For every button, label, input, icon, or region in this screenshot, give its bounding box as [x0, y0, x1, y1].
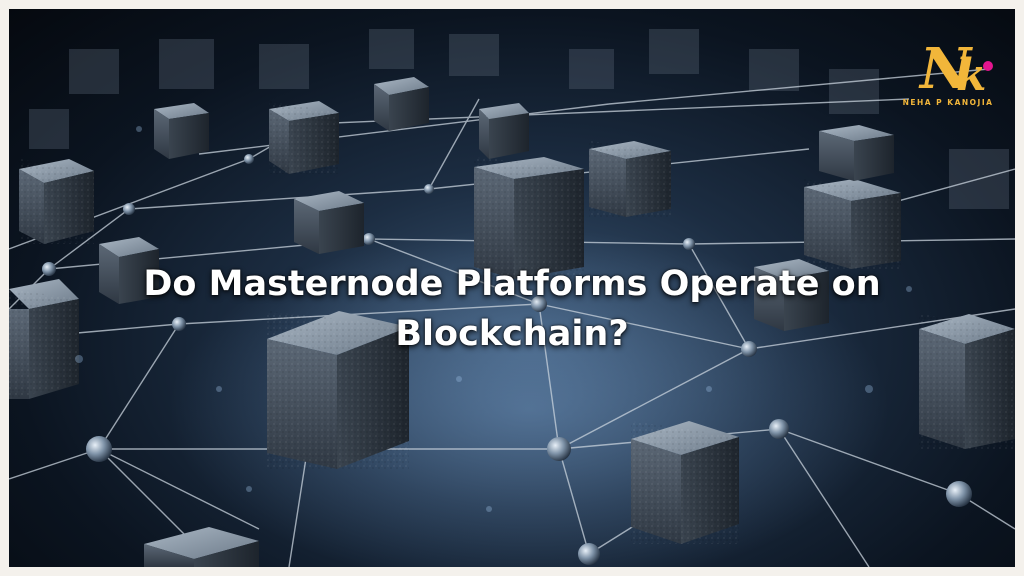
cube	[819, 125, 894, 181]
background-cubes	[29, 29, 1009, 209]
cube	[374, 77, 429, 131]
cube	[589, 141, 671, 217]
cube	[804, 179, 901, 269]
cube	[631, 421, 739, 544]
blockchain-network-photo: Do Masternode Platforms Operate on Block…	[9, 9, 1015, 567]
cube	[154, 103, 209, 159]
cube	[144, 527, 259, 567]
headline-line-2: Blockchain?	[395, 314, 629, 354]
brand-logo: N k NEHA P KANOJIA	[892, 30, 1004, 120]
cube	[919, 314, 1015, 449]
cube	[479, 103, 529, 159]
network-links	[9, 68, 1015, 567]
cube	[294, 191, 364, 254]
cube	[19, 159, 94, 244]
headline-line-1: Do Masternode Platforms Operate on	[143, 264, 881, 304]
logo-dot	[983, 61, 993, 71]
monogram-icon: N k	[918, 36, 993, 102]
logo-name: NEHA P KANOJIA	[902, 98, 994, 107]
monogram-letter-k: k	[956, 50, 987, 98]
cube	[269, 101, 339, 174]
network-illustration	[9, 29, 1015, 567]
headline: Do Masternode Platforms Operate on Block…	[9, 259, 1015, 359]
blockchain-cubes	[9, 77, 1015, 567]
cube	[267, 311, 409, 469]
cube	[99, 237, 159, 304]
bokeh-lights	[75, 126, 912, 512]
cube	[9, 279, 79, 399]
monogram-letter-n: N	[918, 36, 973, 98]
cube	[754, 259, 829, 331]
cube	[474, 157, 584, 279]
